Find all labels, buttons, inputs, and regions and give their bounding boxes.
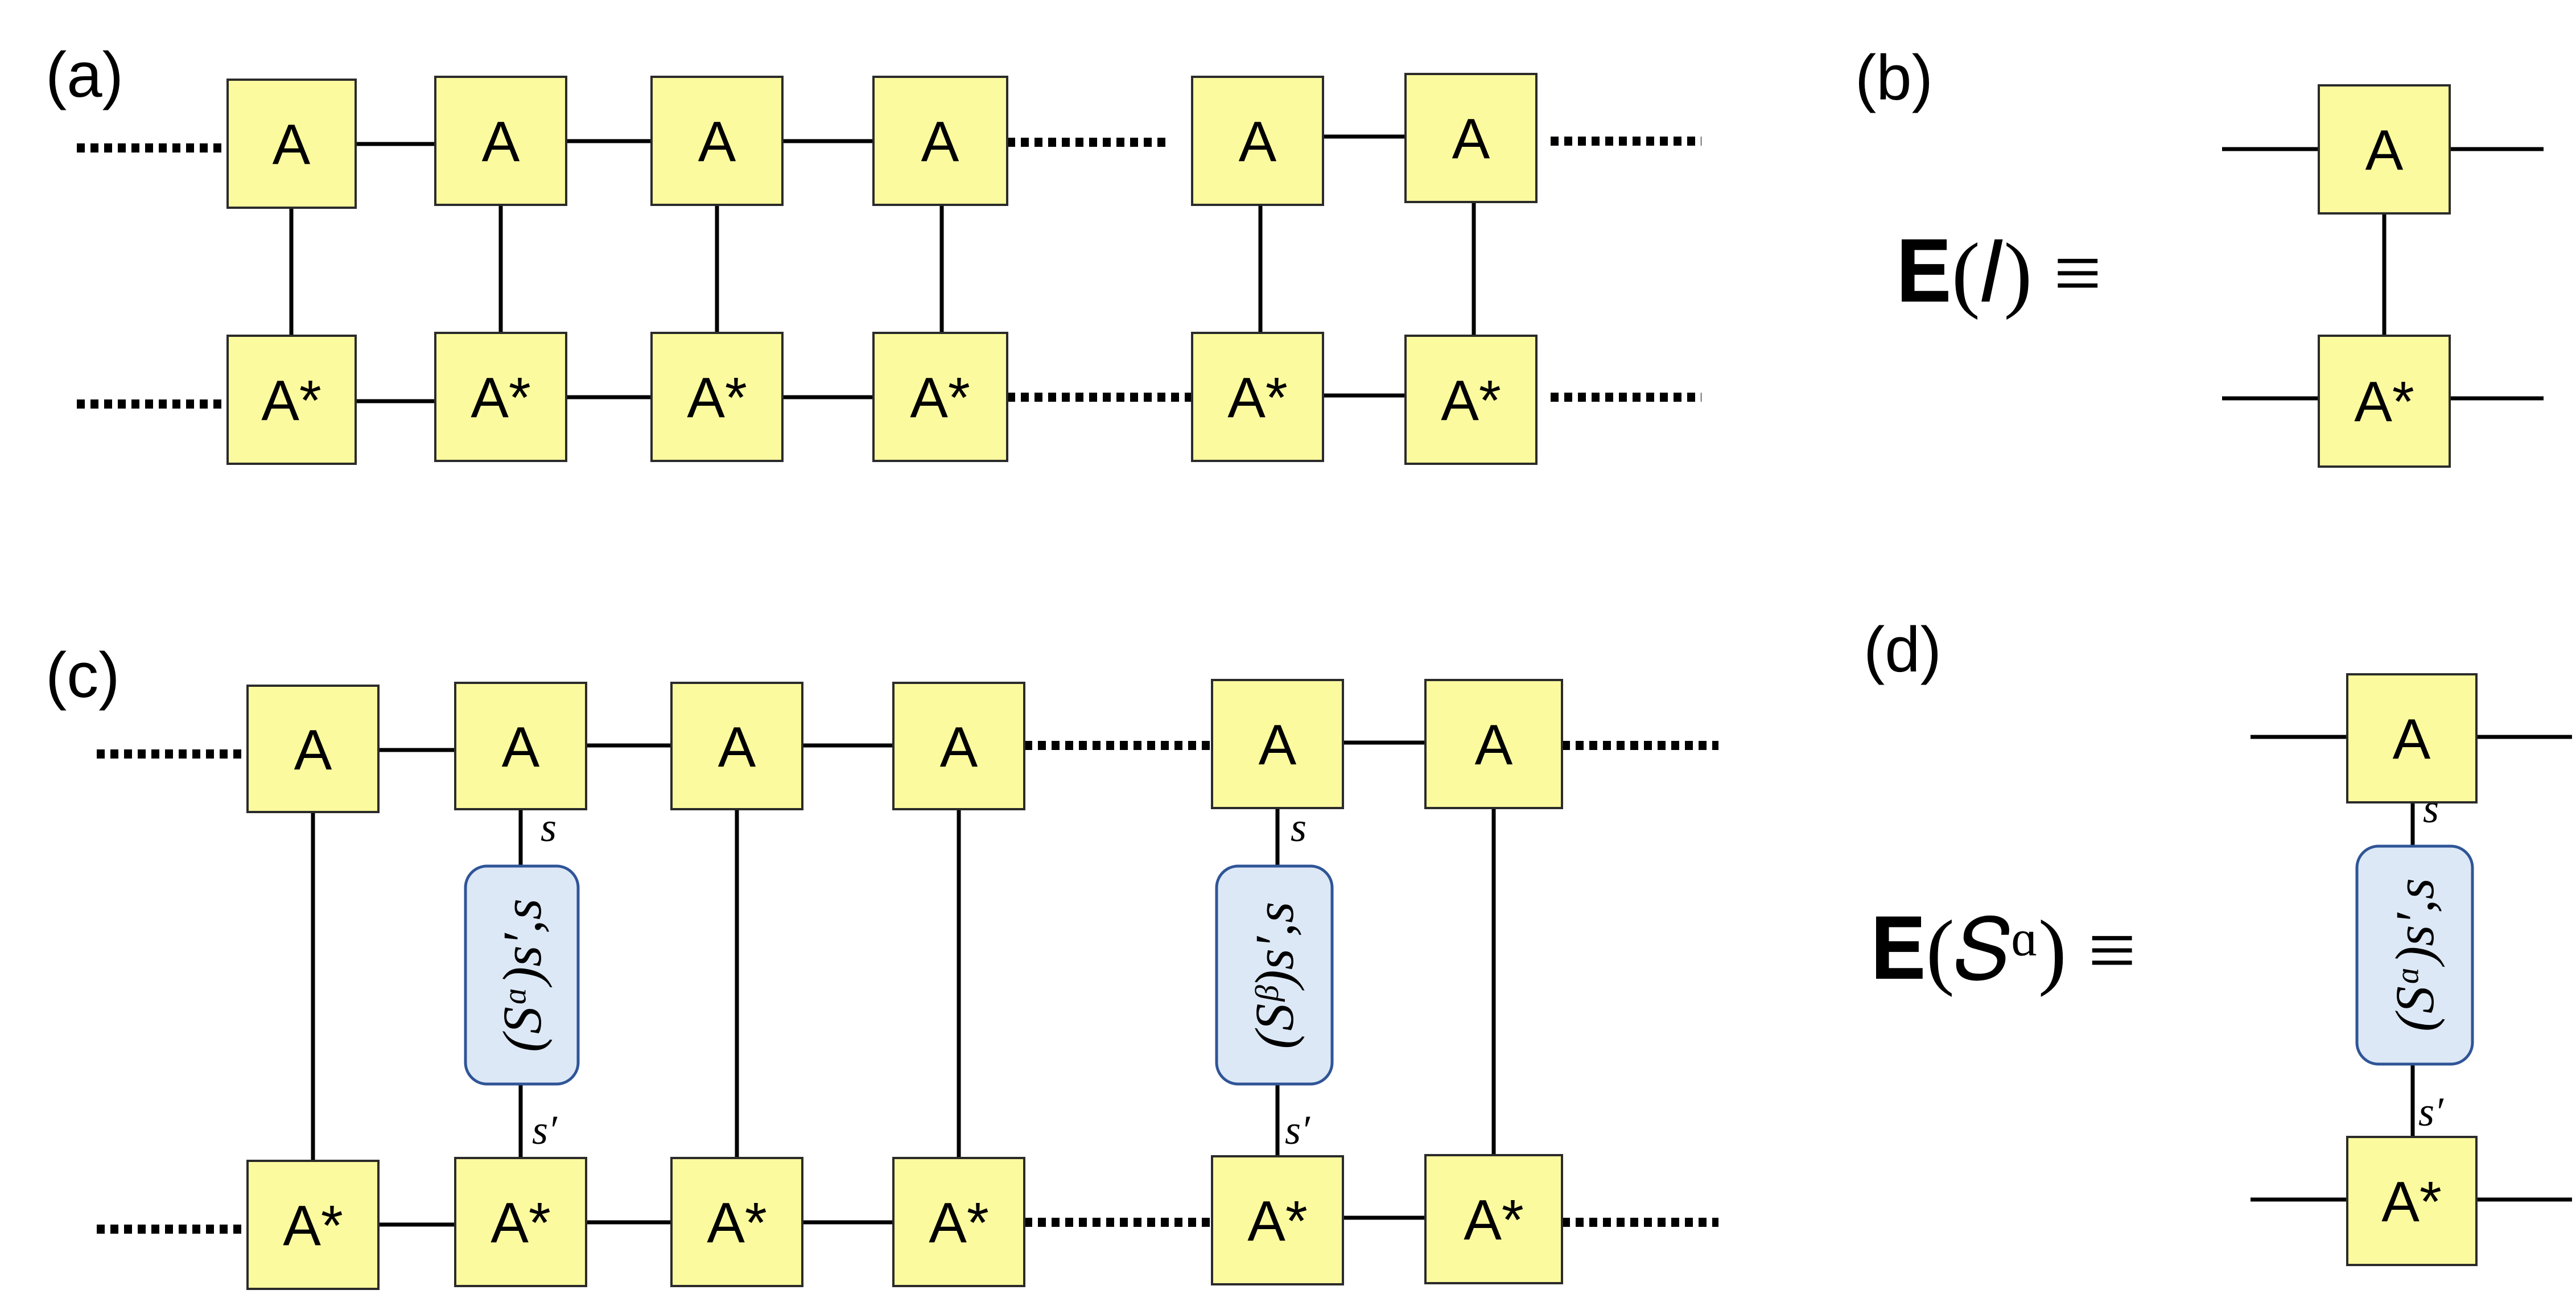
svg-text:A*: A* <box>261 369 322 432</box>
svg-text:A: A <box>482 110 520 174</box>
tensor-a-conjugate: A* <box>2318 335 2451 468</box>
svg-text:A: A <box>502 715 540 779</box>
svg-text:A*: A* <box>707 1191 767 1255</box>
index-label-s-prime: s′ <box>2418 1089 2444 1135</box>
svg-text:A*: A* <box>1247 1189 1308 1253</box>
svg-text:A*: A* <box>910 366 970 430</box>
svg-text:A*: A* <box>687 366 747 430</box>
tensor-a: A <box>2346 673 2478 803</box>
tensor-a: A <box>2318 84 2451 215</box>
svg-text:(Sᵅ)s′,s: (Sᵅ)s′,s <box>2384 878 2445 1032</box>
tensor-a-conjugate: A* <box>1424 1154 1563 1284</box>
tensor-a-conjugate: A* <box>246 1160 380 1290</box>
tensor-a: A <box>1211 679 1344 809</box>
svg-text:A: A <box>940 715 978 779</box>
tensor-a-conjugate: A* <box>670 1157 803 1287</box>
panel-label-d: (d) <box>1864 614 1942 685</box>
spin-operator-alpha: (Sᵅ)s′,s <box>464 864 580 1086</box>
tensor-a: A <box>1191 76 1324 206</box>
panel-label-b: (b) <box>1855 42 1933 113</box>
tensor-a: A <box>892 682 1025 810</box>
panel-d: (d) 𝐄(𝑆ᵅ) ≡ s s′ (Sᵅ)s′,s A A* <box>1864 614 2572 1266</box>
svg-text:A*: A* <box>1441 369 1501 432</box>
svg-text:A: A <box>1475 713 1513 777</box>
panel-b: (b) 𝐄(𝐼) ≡ A A* <box>1855 42 2544 468</box>
svg-text:A: A <box>1239 110 1277 174</box>
svg-text:A: A <box>294 718 332 782</box>
tensor-a-conjugate: A* <box>454 1157 587 1287</box>
tensor-a: A <box>872 76 1008 206</box>
panel-label-c: (c) <box>46 640 120 711</box>
svg-text:A: A <box>1259 713 1297 777</box>
panel-label-a: (a) <box>46 39 123 110</box>
tensor-a-conjugate: A* <box>1404 335 1538 465</box>
tensor-a: A <box>670 682 803 810</box>
svg-text:A: A <box>698 110 736 174</box>
spin-operator-beta: (Sᵝ)s′,s <box>1215 864 1334 1086</box>
svg-text:A*: A* <box>1227 366 1288 430</box>
tensor-a-conjugate: A* <box>872 332 1008 462</box>
spin-operator-alpha: (Sᵅ)s′,s <box>2355 844 2474 1066</box>
panel-c: (c) s s′ s s′ (S <box>46 640 1718 1290</box>
index-label-s-prime: s′ <box>532 1107 558 1153</box>
tensor-a: A <box>454 682 587 810</box>
svg-text:A*: A* <box>929 1191 989 1255</box>
tensor-a: A <box>1404 73 1538 203</box>
svg-text:(Sᵅ)s′,s: (Sᵅ)s′,s <box>492 899 553 1052</box>
index-label-s: s <box>541 805 557 850</box>
svg-text:A: A <box>1452 107 1490 171</box>
svg-text:A: A <box>921 110 959 174</box>
tensor-a-conjugate: A* <box>434 332 567 462</box>
svg-text:A: A <box>273 113 311 176</box>
svg-text:A*: A* <box>1464 1188 1524 1252</box>
tensor-a: A <box>650 76 784 206</box>
transfer-matrix-spin-equation: 𝐄(𝑆ᵅ) ≡ <box>1869 903 2136 998</box>
tensor-a-conjugate: A* <box>892 1157 1025 1287</box>
svg-text:A*: A* <box>491 1191 551 1255</box>
svg-text:A*: A* <box>2354 370 2414 434</box>
tensor-a: A <box>434 76 567 206</box>
tensor-a-conjugate: A* <box>2346 1136 2478 1266</box>
svg-text:A: A <box>718 715 756 779</box>
tensor-a-conjugate: A* <box>1211 1155 1344 1285</box>
index-label-s-prime: s′ <box>1285 1107 1310 1153</box>
panel-a: (a) A A A A A A A* A* A* <box>46 39 1701 465</box>
tensor-a: A <box>226 79 357 209</box>
tensor-a: A <box>1424 679 1563 809</box>
svg-text:A: A <box>2365 118 2404 182</box>
tensor-a: A <box>246 685 380 813</box>
tensor-a-conjugate: A* <box>226 335 357 465</box>
svg-text:A*: A* <box>283 1194 343 1258</box>
index-label-s: s <box>1291 805 1306 850</box>
transfer-matrix-identity-equation: 𝐄(𝐼) ≡ <box>1895 226 2101 320</box>
svg-text:A*: A* <box>2381 1170 2442 1234</box>
svg-text:A*: A* <box>471 366 531 430</box>
svg-text:A: A <box>2393 707 2431 771</box>
tensor-a-conjugate: A* <box>650 332 784 462</box>
svg-text:(Sᵝ)s′,s: (Sᵝ)s′,s <box>1244 902 1305 1049</box>
tensor-a-conjugate: A* <box>1191 332 1324 462</box>
